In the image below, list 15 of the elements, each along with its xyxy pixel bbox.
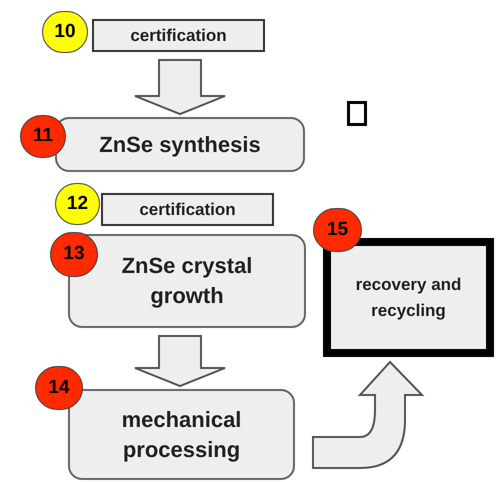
empty-square — [347, 101, 367, 126]
number-badge: 10 — [42, 11, 88, 53]
number-badge: 12 — [55, 183, 100, 225]
number-badge: 13 — [50, 232, 98, 277]
block-arrow — [312, 361, 423, 469]
label-box: certification — [92, 19, 265, 52]
label-box: certification — [101, 193, 274, 226]
process-box: ZnSe synthesis — [55, 117, 305, 172]
number-badge: 15 — [313, 208, 362, 252]
block-arrow — [134, 335, 226, 388]
process-box: mechanical processing — [68, 389, 295, 480]
process-box: recovery and recycling — [323, 238, 494, 357]
number-badge: 14 — [35, 366, 83, 410]
number-badge: 11 — [20, 115, 66, 158]
block-arrow — [134, 59, 226, 116]
